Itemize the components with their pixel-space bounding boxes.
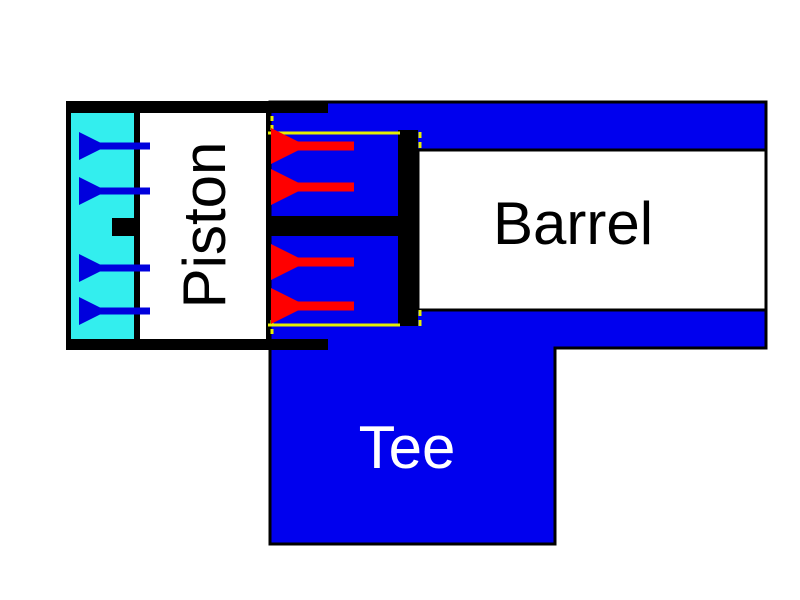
piston-label: Piston bbox=[171, 142, 238, 309]
piston-body bbox=[138, 110, 268, 342]
tee-label: Tee bbox=[359, 414, 456, 481]
flow-arrows bbox=[79, 132, 150, 325]
cell-divider bbox=[268, 216, 404, 236]
piston-stop-nub bbox=[112, 218, 136, 236]
chamber-top-wall bbox=[66, 101, 328, 113]
barrel-seal-plate bbox=[398, 130, 418, 326]
piston-left-face bbox=[134, 113, 140, 339]
barrel-label: Barrel bbox=[493, 190, 653, 257]
pressure-arrows bbox=[271, 128, 354, 324]
chamber-left-wall bbox=[66, 101, 71, 350]
chamber-bottom-wall bbox=[66, 339, 328, 350]
